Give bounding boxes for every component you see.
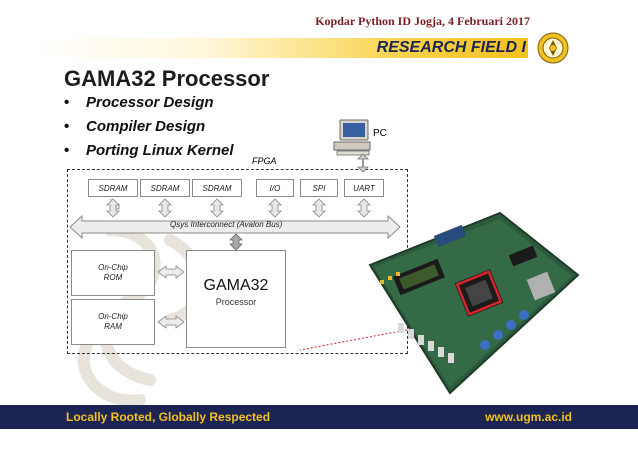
uart-link-arrowhead [358,167,368,172]
bus-arrow [313,199,325,217]
processor-subtitle: Processor [187,297,285,307]
fpga-board-icon [340,205,580,400]
on-chip-rom-block: On-Chip ROM [71,250,155,296]
processor-name: GAMA32 [187,277,285,295]
pc-link-arrowhead [358,154,368,159]
rom-label-line1: On-Chip [72,263,154,273]
rom-cpu-arrow [158,266,184,278]
footer-tagline: Locally Rooted, Globally Respected [66,410,270,424]
footer-bar: Locally Rooted, Globally Respected www.u… [0,405,638,429]
ram-label-line1: On-Chip [72,312,154,322]
on-chip-ram-block: On-Chip RAM [71,299,155,345]
bus-arrow [211,199,223,217]
footer-website: www.ugm.ac.id [485,410,572,424]
bus-cpu-arrow [230,234,242,250]
ram-label-line2: RAM [72,322,154,332]
rom-label-line2: ROM [72,273,154,283]
bus-arrow [159,199,171,217]
peripheral-bus-arrows [107,199,370,217]
bus-label: Qsys Interconnect (Avalon Bus) [170,220,282,229]
gama32-processor-block: GAMA32 Processor [186,250,286,348]
bus-arrow [269,199,281,217]
ram-cpu-arrow [158,316,184,328]
